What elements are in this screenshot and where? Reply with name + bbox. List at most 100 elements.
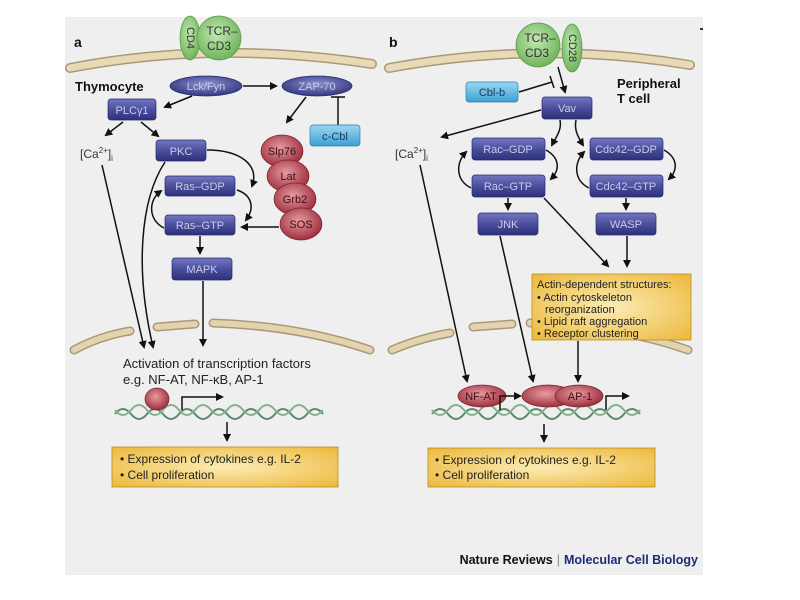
plcg1-label: PLCγ1 <box>115 105 148 117</box>
arrow-ca-to-nfat <box>419 164 470 383</box>
cdc42-gdp-label: Cdc42–GDP <box>595 144 657 156</box>
arrow-lck-to-plcg1 <box>163 95 193 109</box>
c-cbl-label: c-Cbl <box>322 131 348 143</box>
arrow-racgdp-to-racgtp <box>545 149 559 181</box>
sos-node <box>279 207 323 241</box>
panel-b: b TCR– CD3 CD28 Peripheral T cell Cbl-b … <box>384 22 695 488</box>
cd3-label-a: CD3 <box>207 39 231 53</box>
cdc42-gtp-node <box>589 174 664 198</box>
ras-gdp-label: Ras–GDP <box>175 181 225 193</box>
arrow-tcr-to-vav <box>557 66 568 94</box>
lck-fyn-node <box>169 75 243 97</box>
dna-helix-a <box>114 404 324 420</box>
sos-label: SOS <box>289 219 312 231</box>
tcr-cd3-receptor-a <box>196 15 242 61</box>
cd28-label: CD28 <box>566 34 578 62</box>
mapk-node <box>171 257 233 281</box>
footer-journal: Molecular Cell Biology <box>564 553 698 567</box>
outcome-a-item-2: • Cell proliferation <box>120 468 214 482</box>
actin-box-item-3: • Receptor clustering <box>537 328 639 340</box>
pkc-label: PKC <box>170 146 193 158</box>
outcome-a-item-1: • Expression of cytokines e.g. IL-2 <box>120 452 301 466</box>
actin-structures-box <box>531 273 692 341</box>
plcg1-node <box>107 98 157 121</box>
inhibition-cblb <box>518 81 553 93</box>
cbl-b-node <box>465 81 519 103</box>
calcium-label-b: [Ca2+]i <box>395 146 428 163</box>
cdc42-gtp-label: Cdc42–GTP <box>596 181 657 193</box>
outcome-box-a <box>111 446 339 488</box>
rac-gdp-label: Rac–GDP <box>483 144 533 156</box>
nuclear-membrane-a <box>69 318 375 355</box>
panel-a: a CD4 TCR– CD3 Thymocyte Lck/Fyn ZAP-70 … <box>65 15 377 488</box>
cell-label-peripheral: Peripheral <box>617 76 681 91</box>
jnk-node <box>477 212 539 236</box>
arrow-rasgdp-to-rasgtp <box>236 189 253 222</box>
arrow-plcg1-to-ca <box>104 121 124 137</box>
transcription-start-arrow-b1 <box>499 392 522 410</box>
tcr-label-a: TCR– <box>206 24 238 38</box>
outcome-b-item-2: • Cell proliferation <box>435 468 529 482</box>
nfat-label: NF-AT <box>465 391 497 403</box>
inhibition-bar-cblb <box>549 75 555 89</box>
cbl-b-label: Cbl-b <box>479 87 505 99</box>
cdc42-gdp-node <box>589 137 664 161</box>
slp76-label: Slp76 <box>268 146 296 158</box>
arrow-jnk-to-ap1 <box>499 235 536 383</box>
cell-label-thymocyte: Thymocyte <box>75 79 144 94</box>
tcr-label-b: TCR– <box>524 31 556 45</box>
arrow-racgtp-to-actin <box>543 197 610 268</box>
footer-credit: Nature Reviews | Molecular Cell Biology <box>460 553 698 567</box>
arrow-pkc-to-ras <box>206 149 258 188</box>
grb2-label: Grb2 <box>283 194 307 206</box>
transcription-start-arrow-b2 <box>605 392 630 410</box>
outcome-b-item-1: • Expression of cytokines e.g. IL-2 <box>435 453 616 467</box>
ras-gtp-label: Ras–GTP <box>176 220 224 232</box>
jnk-label: JNK <box>498 219 519 231</box>
arrow-plcg1-to-pkc <box>140 121 160 138</box>
wasp-label: WASP <box>610 219 642 231</box>
arrow-cdc42gtp-to-gdp <box>576 150 590 189</box>
vav-node <box>541 96 593 120</box>
actin-box-item-1: • Actin cytoskeleton <box>537 292 632 304</box>
panel-b-letter: b <box>389 34 398 50</box>
transcription-factor-a <box>144 387 170 411</box>
arrow-ca-to-nucleus-a <box>101 164 147 349</box>
wasp-node <box>595 212 657 236</box>
footer-publisher: Nature Reviews <box>460 553 553 567</box>
actin-box-title: Actin-dependent structures: <box>537 279 672 291</box>
actin-box-item-1-cont: reorganization <box>545 304 615 316</box>
arrow-zap70-to-slp76 <box>285 96 307 124</box>
lck-fyn-label: Lck/Fyn <box>187 81 226 93</box>
cd3-label-b: CD3 <box>525 46 549 60</box>
tf-activation-line1: Activation of transcription factors <box>123 356 311 371</box>
cd28-receptor <box>561 23 583 73</box>
tcr-cd3-receptor-b <box>515 22 561 68</box>
arrow-cdc42gdp-to-gtp <box>663 149 677 181</box>
rac-gtp-node <box>471 174 546 198</box>
actin-box-item-2: • Lipid raft aggregation <box>537 316 647 328</box>
zap70-node <box>281 75 353 97</box>
tf-activation-line2: e.g. NF-AT, NF-κB, AP-1 <box>123 372 264 387</box>
dna-helix-b <box>431 404 641 420</box>
arrow-racgtp-to-racgdp <box>458 150 472 189</box>
footer-separator: | <box>557 553 560 567</box>
ap1-label: AP-1 <box>568 391 592 403</box>
arrow-vav-to-racgdp <box>551 119 562 147</box>
zap70-label: ZAP-70 <box>298 81 335 93</box>
arrow-rasgtp-to-rasgdp <box>150 189 165 229</box>
pkc-node <box>155 139 207 162</box>
ras-gdp-node <box>164 175 236 197</box>
outcome-box-b <box>427 447 656 488</box>
arrow-pkc-to-nucleus <box>141 161 166 349</box>
rac-gdp-node <box>471 137 546 161</box>
ap1-node <box>554 384 604 408</box>
ras-gtp-node <box>164 214 236 236</box>
cell-label-tcell: T cell <box>617 91 650 106</box>
arrow-vav-to-cdc42gdp <box>574 119 585 147</box>
calcium-label-a: [Ca2+]i <box>80 146 113 163</box>
mapk-label: MAPK <box>186 264 218 276</box>
transcription-start-arrow-a <box>181 393 224 410</box>
cd4-label: CD4 <box>184 27 196 49</box>
